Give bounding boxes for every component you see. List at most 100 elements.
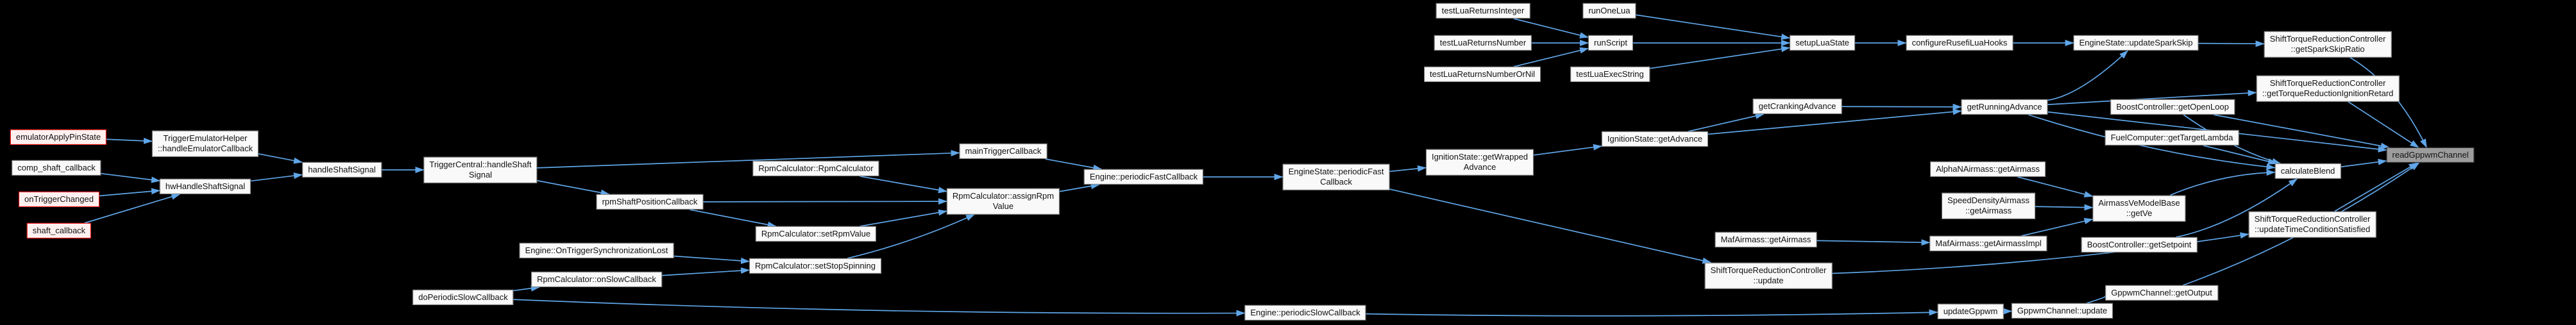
call-edge-oslc-to-sss: [661, 267, 750, 276]
node-label: runScript: [1593, 37, 1628, 47]
graph-node-hss[interactable]: handleShaftSignal: [302, 162, 382, 178]
node-label: GppwmChannel::update: [2017, 305, 2108, 315]
node-label: Engine::OnTriggerSynchronizationLost: [525, 245, 668, 255]
call-edge-avgv-to-cb: [2170, 169, 2276, 196]
graph-node-gcu[interactable]: GppwmChannel::update: [2011, 303, 2114, 319]
node-label: getRunningAdvance: [1967, 101, 2042, 112]
graph-node-mgai[interactable]: MafAirmass::getAirmassImpl: [1929, 235, 2047, 252]
node-label: TriggerEmulatorHelper ::handleEmulatorCa…: [157, 133, 253, 153]
call-edge-tlrnon-to-rs: [1513, 47, 1589, 67]
graph-node-rgc[interactable]: readGppwmChannel: [2386, 147, 2475, 163]
call-edge-bcsp-to-cb: [2176, 178, 2298, 238]
node-label: setupLuaState: [1795, 37, 1849, 47]
graph-node-oslc[interactable]: RpmCalculator::onSlowCallback: [531, 271, 662, 288]
node-label: SpeedDensityAirmass ::getAirmass: [1947, 195, 2029, 215]
call-edge-espfc-to-stru: [1389, 188, 1712, 264]
graph-node-rspc[interactable]: rpmShaftPositionCallback: [596, 194, 704, 210]
graph-node-dpsc[interactable]: doPeriodicSlowCallback: [412, 289, 514, 306]
graph-node-espfc[interactable]: EngineState::periodicFast Callback: [1282, 163, 1390, 190]
call-edge-gca-to-gra: [1842, 103, 1962, 110]
graph-node-cb[interactable]: calculateBlend: [2275, 163, 2341, 179]
graph-node-sls[interactable]: setupLuaState: [1790, 35, 1855, 51]
graph-node-gssr[interactable]: ShiftTorqueReductionController ::getSpar…: [2264, 31, 2392, 58]
graph-node-sss[interactable]: RpmCalculator::setStopSpinning: [749, 258, 881, 274]
call-edge-arv-to-epfc: [1059, 183, 1100, 192]
node-label: ShiftTorqueReductionController ::updateT…: [2254, 213, 2371, 234]
graph-node-mga[interactable]: MafAirmass::getAirmass: [1715, 231, 1817, 248]
graph-node-eaps[interactable]: emulatorApplyPinState: [10, 129, 107, 146]
node-label: testLuaReturnsNumberOrNil: [1429, 69, 1536, 79]
node-label: GppwmChannel::getOutput: [2111, 287, 2212, 297]
call-edge-mgai-to-avgv: [2021, 218, 2094, 237]
graph-node-gra[interactable]: getRunningAdvance: [1961, 99, 2048, 115]
graph-node-srv[interactable]: RpmCalculator::setRpmValue: [755, 226, 877, 242]
call-edge-otsl-to-sss: [674, 255, 750, 264]
graph-node-bcsp[interactable]: BoostController::getSetpoint: [2081, 237, 2198, 253]
call-edge-iga-to-gra: [1707, 108, 1962, 135]
graph-node-otsl[interactable]: Engine::OnTriggerSynchronizationLost: [519, 242, 674, 259]
graph-node-tles[interactable]: testLuaExecString: [1570, 66, 1650, 83]
graph-node-epfc[interactable]: Engine::periodicFastCallback: [1083, 169, 1204, 185]
call-edge-gtrir-to-rgc: [2348, 101, 2419, 148]
call-edge-tchss-to-rspc: [537, 179, 610, 196]
node-label: shaft_callback: [32, 225, 86, 235]
node-label: doPeriodicSlowCallback: [418, 292, 508, 302]
graph-node-mtc[interactable]: mainTriggerCallback: [959, 143, 1047, 160]
call-edge-epsc-to-ug: [1366, 309, 1938, 317]
call-edge-gra-to-esus: [2047, 50, 2128, 101]
node-label: testLuaReturnsNumber: [1439, 37, 1527, 47]
graph-node-gtrir[interactable]: ShiftTorqueReductionController ::getTorq…: [2256, 75, 2400, 102]
graph-node-ana[interactable]: AlphaNAirmass::getAirmass: [1930, 161, 2046, 178]
graph-node-gca[interactable]: getCrankingAdvance: [1752, 98, 1842, 115]
node-label: AirmassVeModelBase ::getVe: [2098, 197, 2180, 218]
graph-node-rs[interactable]: runScript: [1588, 35, 1634, 51]
call-edge-tchss-to-mtc: [537, 149, 960, 169]
graph-node-tlri[interactable]: testLuaReturnsInteger: [1436, 3, 1530, 19]
graph-node-rol[interactable]: runOneLua: [1582, 3, 1636, 19]
node-label: emulatorApplyPinState: [15, 131, 101, 142]
graph-node-sda[interactable]: SpeedDensityAirmass ::getAirmass: [1942, 192, 2035, 219]
call-edge-eaps-to-tehc: [106, 137, 153, 144]
node-label: BoostController::getOpenLoop: [2116, 101, 2229, 112]
graph-node-arv[interactable]: RpmCalculator::assignRpm Value: [946, 188, 1060, 215]
node-label: EngineState::updateSparkSkip: [2079, 37, 2193, 47]
call-edge-mtc-to-epfc: [1045, 158, 1103, 171]
graph-node-utcs[interactable]: ShiftTorqueReductionController ::updateT…: [2248, 211, 2377, 238]
node-label: EngineState::periodicFast Callback: [1288, 166, 1384, 187]
graph-node-bcol[interactable]: BoostController::getOpenLoop: [2110, 99, 2235, 115]
graph-node-tlrn[interactable]: testLuaReturnsNumber: [1434, 35, 1532, 51]
graph-node-ug[interactable]: updateGppwm: [1937, 303, 2004, 320]
graph-node-fctl[interactable]: FuelComputer::getTargetLambda: [2105, 129, 2239, 146]
call-edge-rspc-to-arv: [703, 198, 947, 205]
graph-node-esus[interactable]: EngineState::updateSparkSkip: [2073, 35, 2199, 51]
call-edge-otc-to-hwss: [99, 188, 160, 197]
graph-node-stru[interactable]: ShiftTorqueReductionController ::update: [1704, 262, 1833, 289]
node-label: IgnitionState::getAdvance: [1607, 133, 1703, 144]
graph-node-hwss[interactable]: hwHandleShaftSignal: [159, 178, 251, 195]
graph-node-sc[interactable]: shaft_callback: [26, 222, 92, 239]
graph-node-crlh[interactable]: configureRusefiLuaHooks: [1906, 35, 2013, 51]
graph-node-epsc[interactable]: Engine::periodicSlowCallback: [1244, 304, 1366, 321]
graph-node-iga[interactable]: IgnitionState::getAdvance: [1601, 131, 1709, 147]
call-edge-sss-to-arv: [847, 213, 976, 259]
call-edge-gssr-to-rgc: [2350, 56, 2427, 148]
graph-node-tchss[interactable]: TriggerCentral::handleShaft Signal: [423, 156, 538, 183]
graph-node-tehc[interactable]: TriggerEmulatorHelper ::handleEmulatorCa…: [151, 130, 259, 157]
graph-node-csc[interactable]: comp_shaft_callback: [12, 160, 101, 176]
call-edge-rspc-to-srv: [689, 209, 777, 228]
call-edge-tles-to-sls: [1649, 46, 1790, 69]
graph-node-avgv[interactable]: AirmassVeModelBase ::getVe: [2092, 195, 2186, 222]
node-label: runOneLua: [1588, 5, 1631, 15]
graph-node-rcrc[interactable]: RpmCalculator::RpmCalculator: [752, 160, 879, 177]
call-edge-cb-to-rgc: [2341, 158, 2387, 168]
node-label: ShiftTorqueReductionController ::update: [1710, 265, 1827, 285]
graph-node-igwa[interactable]: IgnitionState::getWrapped Advance: [1425, 149, 1534, 176]
node-label: FuelComputer::getTargetLambda: [2110, 132, 2233, 142]
graph-node-gcgo[interactable]: GppwmChannel::getOutput: [2105, 285, 2218, 301]
graph-node-otc[interactable]: onTriggerChanged: [19, 191, 99, 208]
node-label: RpmCalculator::setRpmValue: [761, 228, 871, 238]
node-label: updateGppwm: [1943, 306, 1998, 316]
graph-node-tlrnon[interactable]: testLuaReturnsNumberOrNil: [1423, 66, 1541, 83]
call-edge-tlri-to-rs: [1513, 18, 1589, 38]
call-edge-mga-to-mgai: [1817, 239, 1931, 246]
